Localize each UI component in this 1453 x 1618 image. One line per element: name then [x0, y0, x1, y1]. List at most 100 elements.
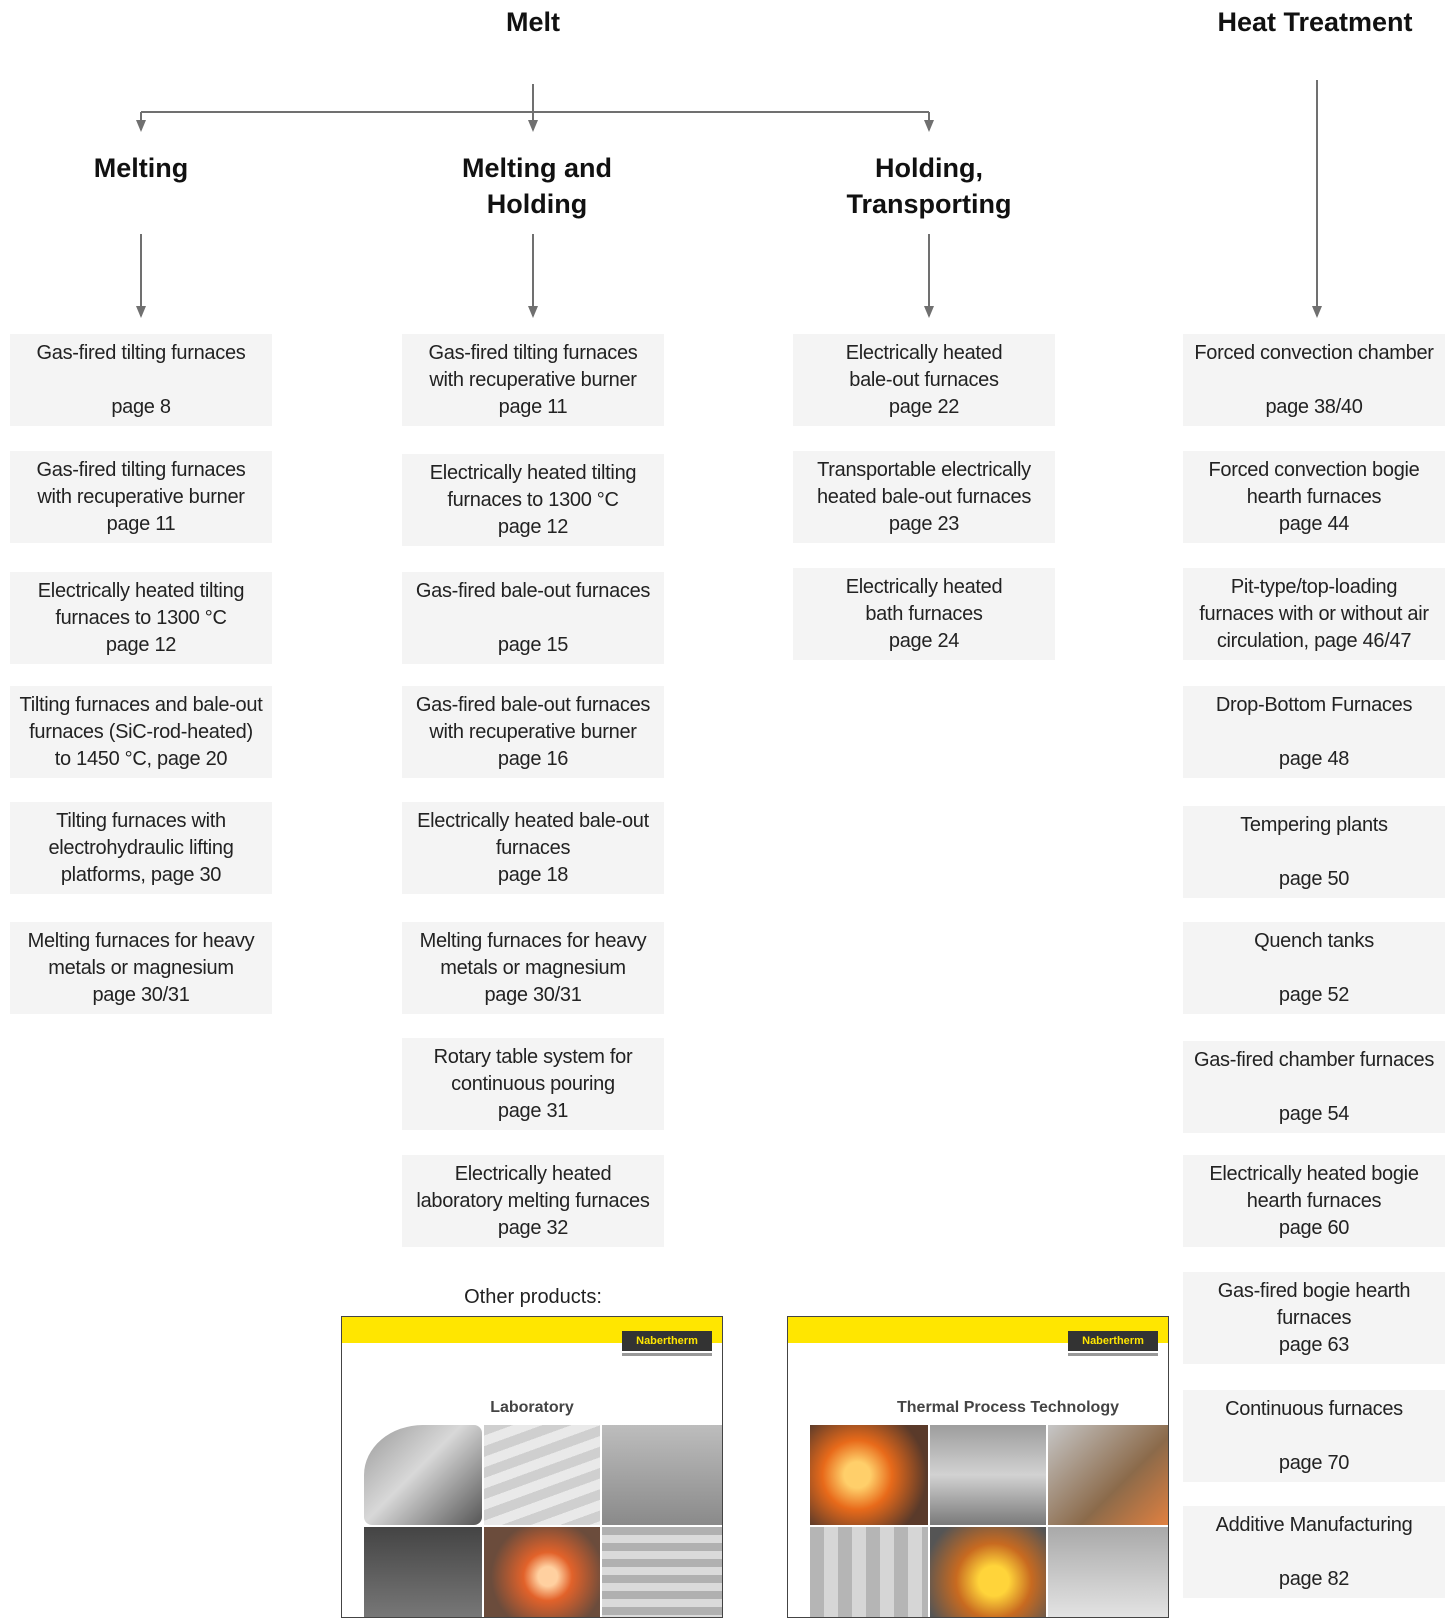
- furnace-box-melting-holding[interactable]: Gas-fired bale-out furnaces with recuper…: [402, 686, 664, 778]
- page-reference: page 22: [888, 395, 960, 418]
- page-reference: page 82: [1278, 1567, 1350, 1590]
- furnace-title: Electrically heated tilting furnaces to …: [429, 461, 637, 511]
- furnace-title: Tempering plants: [1240, 813, 1388, 836]
- furnace-box-holding-transporting[interactable]: Electrically heated bale-out furnaces pag…: [793, 334, 1055, 426]
- heading-melting-holding: Melting and Holding: [462, 153, 612, 219]
- furnace-box-heat-treatment[interactable]: Forced convection bogie hearth furnaces p…: [1183, 451, 1445, 543]
- heading-melting: Melting: [93, 153, 189, 183]
- page-reference: page 32: [497, 1216, 569, 1239]
- furnace-title: Electrically heated bath furnaces: [845, 575, 1003, 625]
- photo-tube: [484, 1425, 600, 1525]
- page-reference: page 30/31: [92, 983, 190, 1006]
- furnace-box-melting-holding[interactable]: Rotary table system for continuous pouri…: [402, 1038, 664, 1130]
- page-reference: page 54: [1278, 1102, 1350, 1125]
- furnace-title: Gas-fired chamber furnaces: [1193, 1048, 1435, 1071]
- furnace-title: Drop-Bottom Furnaces: [1215, 693, 1413, 716]
- furnace-box-heat-treatment[interactable]: Additive Manufacturing page 82: [1183, 1506, 1445, 1598]
- catalog-photo-collage: [810, 1425, 1168, 1617]
- furnace-title: Rotary table system for continuous pouri…: [433, 1045, 633, 1095]
- furnace-title: Melting furnaces for heavy metals or mag…: [419, 929, 647, 979]
- furnace-title: Forced convection chamber: [1194, 341, 1434, 364]
- heading-melt: Melt: [506, 7, 560, 37]
- page-reference: page 50: [1278, 867, 1350, 890]
- catalog-title: Thermal Process Technology: [897, 1399, 1119, 1416]
- page-reference: page 48: [1278, 747, 1350, 770]
- page-reference: page 63: [1278, 1333, 1350, 1356]
- furnace-box-holding-transporting[interactable]: Transportable electrically heated bale-o…: [793, 451, 1055, 543]
- furnace-title: Electrically heated bale-out furnaces: [845, 341, 1003, 391]
- furnace-box-heat-treatment[interactable]: Tempering plants page 50: [1183, 806, 1445, 898]
- photo-glowing-chamber: [930, 1527, 1046, 1617]
- furnace-title: Tilting furnaces with electrohydraulic l…: [48, 809, 234, 886]
- furnace-box-melting-holding[interactable]: Electrically heated tilting furnaces to …: [402, 454, 664, 546]
- furnace-box-heat-treatment[interactable]: Pit-type/top-loading furnaces with or wi…: [1183, 568, 1445, 660]
- brand-logo: Nabertherm: [1068, 1331, 1158, 1351]
- page-reference: page 15: [497, 633, 569, 656]
- furnace-title: Electrically heated bale-out furnaces: [417, 809, 649, 859]
- furnace-box-melting[interactable]: Tilting furnaces and bale-out furnaces (…: [10, 686, 272, 778]
- furnace-box-melting-holding[interactable]: Melting furnaces for heavy metals or mag…: [402, 922, 664, 1014]
- catalog-cover-laboratory[interactable]: Nabertherm Laboratory: [341, 1316, 723, 1618]
- furnace-box-melting-holding[interactable]: Gas-fired bale-out furnaces page 15: [402, 572, 664, 664]
- photo-glowing-furnace: [484, 1527, 600, 1617]
- brand-logo: Nabertherm: [622, 1331, 712, 1351]
- logo-tagline: [1068, 1353, 1158, 1356]
- furnace-box-melting[interactable]: Melting furnaces for heavy metals or mag…: [10, 922, 272, 1014]
- other-products-label: Other products:: [464, 1286, 602, 1308]
- page-reference: page 11: [106, 512, 176, 535]
- page-reference: page 12: [497, 515, 569, 538]
- photo-control-cabinets: [810, 1527, 928, 1617]
- furnace-title: Gas-fired tilting furnaces with recupera…: [36, 458, 246, 508]
- furnace-title: Gas-fired bogie hearth furnaces: [1217, 1279, 1411, 1329]
- furnace-box-melting[interactable]: Electrically heated tilting furnaces to …: [10, 572, 272, 664]
- page-reference: page 52: [1278, 983, 1350, 1006]
- furnace-title: Forced convection bogie hearth furnaces: [1208, 458, 1420, 508]
- photo-crucible: [364, 1425, 482, 1525]
- furnace-box-melting-holding[interactable]: Electrically heated laboratory melting f…: [402, 1155, 664, 1247]
- page-reference: page 11: [498, 395, 568, 418]
- furnace-box-heat-treatment[interactable]: Gas-fired chamber furnaces page 54: [1183, 1041, 1445, 1133]
- furnace-title: Tilting furnaces and bale-out furnaces (…: [19, 693, 263, 770]
- page-reference: page 44: [1278, 512, 1350, 535]
- furnace-title: Pit-type/top-loading furnaces with or wi…: [1199, 575, 1429, 652]
- furnace-title: Continuous furnaces: [1225, 1397, 1403, 1420]
- furnace-box-melting[interactable]: Tilting furnaces with electrohydraulic l…: [10, 802, 272, 894]
- furnace-title: Melting furnaces for heavy metals or mag…: [27, 929, 255, 979]
- furnace-box-heat-treatment[interactable]: Quench tanks page 52: [1183, 922, 1445, 1014]
- catalog-photo-collage: [364, 1425, 722, 1617]
- furnace-box-melting-holding[interactable]: Electrically heated bale-out furnaces pag…: [402, 802, 664, 894]
- furnace-box-melting[interactable]: Gas-fired tilting furnaces with recupera…: [10, 451, 272, 543]
- furnace-box-heat-treatment[interactable]: Drop-Bottom Furnaces page 48: [1183, 686, 1445, 778]
- furnace-title: Additive Manufacturing: [1215, 1513, 1413, 1536]
- furnace-box-heat-treatment[interactable]: Electrically heated bogie hearth furnace…: [1183, 1155, 1445, 1247]
- furnace-title: Electrically heated bogie hearth furnace…: [1209, 1162, 1419, 1212]
- furnace-title: Gas-fired bale-out furnaces: [415, 579, 651, 602]
- furnace-title: Electrically heated laboratory melting f…: [416, 1162, 650, 1212]
- furnace-title: Gas-fired tilting furnaces: [36, 341, 246, 364]
- heading-holding-transporting: Holding, Transporting: [846, 153, 1012, 219]
- page-reference: page 30/31: [484, 983, 582, 1006]
- page-reference: page 60: [1278, 1216, 1350, 1239]
- page-reference: page 23: [888, 512, 960, 535]
- furnace-box-melting-holding[interactable]: Gas-fired tilting furnaces with recupera…: [402, 334, 664, 426]
- page-reference: page 24: [888, 629, 960, 652]
- photo-hot-furnace: [810, 1425, 928, 1525]
- furnace-title: Quench tanks: [1254, 929, 1374, 952]
- photo-controller: [364, 1527, 482, 1617]
- furnace-title: Electrically heated tilting furnaces to …: [37, 579, 245, 629]
- photo-conveyor-line: [1048, 1527, 1168, 1617]
- furnace-title: Gas-fired tilting furnaces with recupera…: [428, 341, 638, 391]
- photo-industrial-plant: [930, 1425, 1046, 1525]
- furnace-box-heat-treatment[interactable]: Continuous furnaces page 70: [1183, 1390, 1445, 1482]
- page-reference: page 18: [497, 863, 569, 886]
- catalog-title: Laboratory: [490, 1399, 574, 1416]
- photo-cabinet: [602, 1527, 722, 1617]
- catalog-cover-thermal-process[interactable]: Nabertherm Thermal Process Technology: [787, 1316, 1169, 1618]
- furnace-box-holding-transporting[interactable]: Electrically heated bath furnaces page 24: [793, 568, 1055, 660]
- furnace-box-heat-treatment[interactable]: Gas-fired bogie hearth furnaces page 63: [1183, 1272, 1445, 1364]
- page-reference: page 70: [1278, 1451, 1350, 1474]
- photo-chamber: [602, 1425, 722, 1525]
